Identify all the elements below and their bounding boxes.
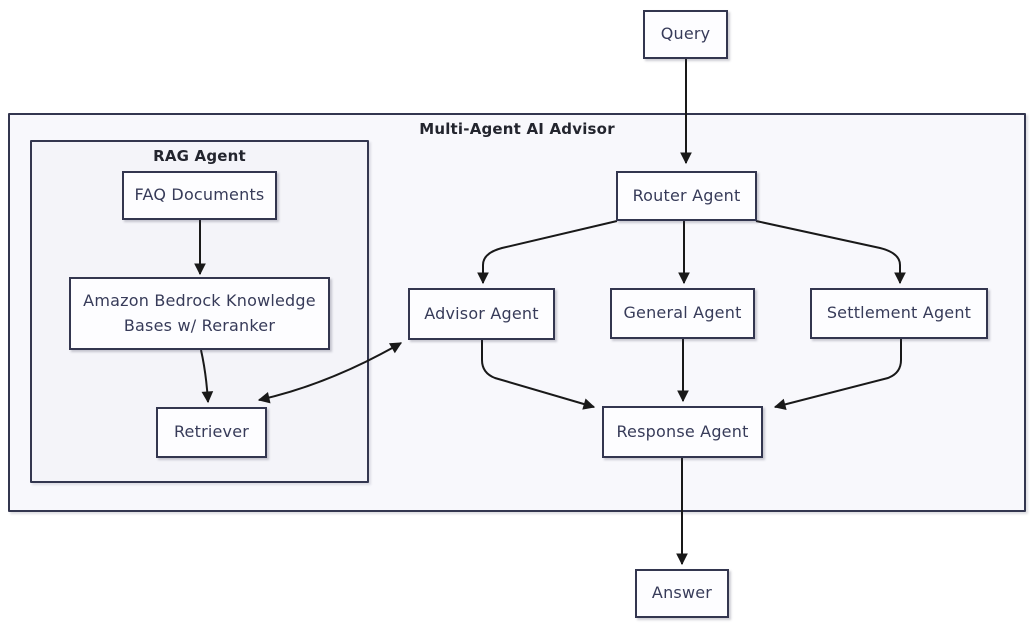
node-response-agent: Response Agent: [602, 406, 763, 458]
node-advisor-agent-label: Advisor Agent: [424, 303, 539, 323]
node-router-agent-label: Router Agent: [632, 185, 741, 205]
node-bedrock-label-line2: Bases w/ Reranker: [123, 315, 276, 335]
node-settlement-agent-label: Settlement Agent: [826, 303, 972, 323]
node-bedrock-label-line1: Amazon Bedrock Knowledge: [83, 290, 316, 310]
node-bedrock-knowledge-bases: Amazon Bedrock Knowledge Bases w/ Rerank…: [69, 277, 330, 350]
edge-advisor-to-response: [481, 340, 596, 410]
edge-router-to-advisor: [477, 220, 618, 285]
edge-settlement-to-response: [773, 339, 902, 411]
node-query-label: Query: [660, 24, 711, 44]
node-retriever: Retriever: [156, 407, 267, 458]
node-retriever-label: Retriever: [173, 422, 250, 442]
node-general-agent-label: General Agent: [623, 303, 742, 323]
node-query: Query: [643, 10, 728, 59]
cluster-title-rag-agent: RAG Agent: [153, 147, 246, 165]
node-faq-documents-label: FAQ Documents: [134, 185, 265, 205]
node-router-agent: Router Agent: [616, 171, 757, 221]
node-response-agent-label: Response Agent: [616, 421, 749, 441]
node-settlement-agent: Settlement Agent: [810, 288, 988, 339]
node-faq-documents: FAQ Documents: [122, 171, 277, 220]
edge-retriever-advisor-bidirectional: [257, 342, 403, 404]
node-answer: Answer: [635, 569, 729, 618]
cluster-title-multi-agent-ai-advisor: Multi-Agent AI Advisor: [419, 120, 615, 138]
edge-bedrock-to-retriever: [200, 349, 214, 404]
node-advisor-agent: Advisor Agent: [408, 288, 555, 340]
edge-router-to-settlement: [755, 220, 906, 285]
node-general-agent: General Agent: [610, 288, 755, 339]
node-answer-label: Answer: [651, 583, 713, 603]
